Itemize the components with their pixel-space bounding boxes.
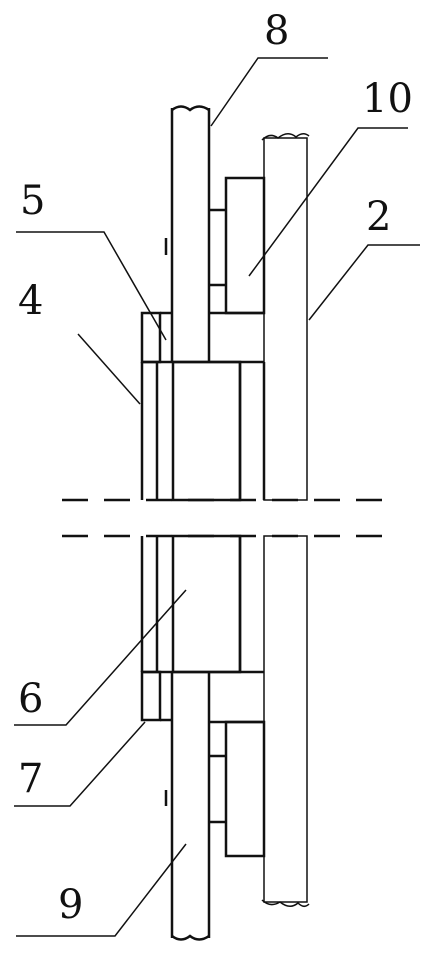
seal-pad-7 [140,670,172,722]
label-9: 9 [58,882,83,928]
label-6: 6 [18,676,43,722]
label-7: 7 [18,756,43,802]
label-5: 5 [20,178,45,224]
lower-tube-9 [164,672,211,941]
connector-tabs [209,208,226,824]
part-labels: 8 10 5 2 4 6 7 9 [18,8,413,928]
label-8: 8 [264,8,289,54]
side-frame-4 [140,362,159,672]
label-10: 10 [362,76,413,122]
hatched-core-6 [171,360,266,674]
upper-tube-8 [164,105,211,362]
leader-lines [14,57,420,937]
break-lines [62,498,388,538]
seal-pad-5 [140,311,172,364]
label-4: 4 [18,278,43,324]
label-2: 2 [366,194,391,240]
crosshatch-block-10 [224,176,266,858]
